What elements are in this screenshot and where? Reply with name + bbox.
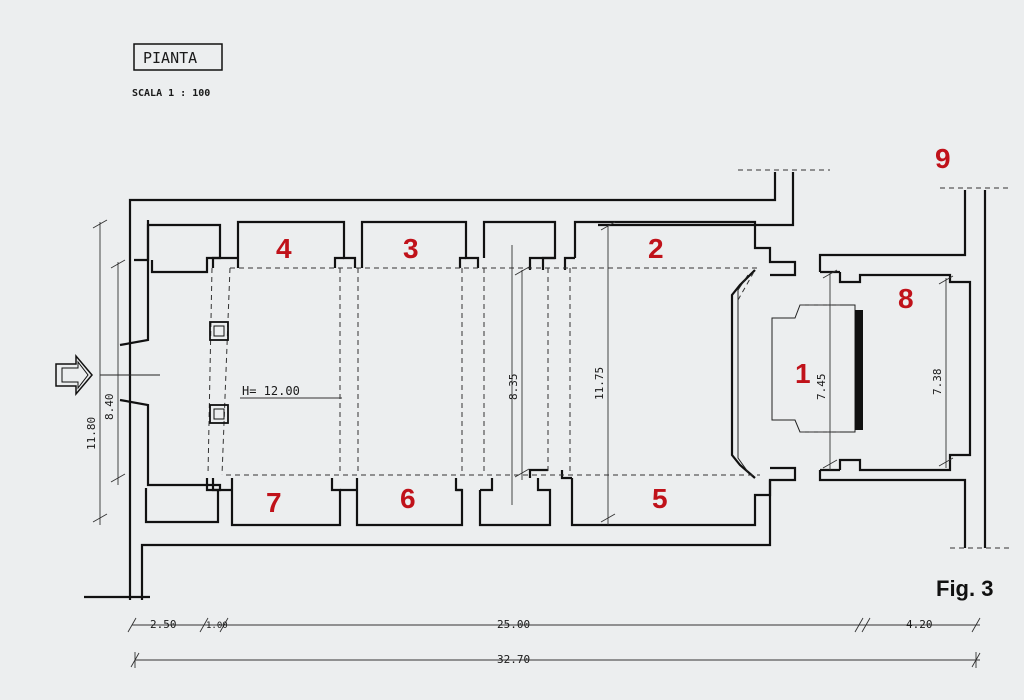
outer-walls [84,172,987,600]
dim-7-45: 7.45 [815,374,828,401]
entrance-arrow-icon [55,353,160,397]
chapel-6-wall [355,478,464,527]
nave-walls [119,220,797,527]
dim-4-20: 4.20 [906,618,933,631]
outer-wall-north [128,172,777,600]
plan-scale: SCALA 1 : 100 [132,88,210,99]
room-label-3: 3 [403,233,419,264]
chapel-3-wall [360,220,480,268]
pier-detail [560,470,572,480]
pier-detail [528,256,555,270]
dim-7-38: 7.38 [931,369,944,396]
annex-inner-wall [838,272,972,472]
column [209,404,229,424]
room-label-9: 9 [935,143,951,174]
title-box [133,43,223,71]
room-label-6: 6 [400,483,416,514]
chapel-pier [478,478,552,527]
pier-detail [528,468,548,478]
room-label-7: 7 [266,487,282,518]
outer-wall-south [140,480,772,600]
dash-line [221,267,231,476]
apse-arch-inner [737,274,749,473]
figure-label: Fig. 3 [936,576,993,601]
chapel-5-wall [570,466,797,527]
dim-1-00: 1.00 [206,621,228,631]
nave-dashed-outline [207,169,1010,549]
column [209,321,229,341]
vertical-dimensions: 11.80 8.40 8.35 11.75 7.45 7.38 [85,219,954,525]
pier-detail [333,256,344,268]
room-label-1: 1 [795,358,811,389]
chapel-pier [144,488,220,524]
annex-wall-north [818,190,967,272]
column-inner [213,325,225,337]
annex-room [820,270,972,472]
columns [209,321,229,424]
room-label-4: 4 [276,233,292,264]
pier-detail [211,478,232,492]
horizontal-dimensions: 2.50 1.00 25.00 4.20 32.70 [127,617,981,668]
chapel-2-wall [573,220,797,277]
height-note: H= 12.00 [240,384,342,399]
room-label-2: 2 [648,233,664,264]
plan-title: PIANTA [143,49,197,67]
room-labels: 1 2 3 4 5 6 7 8 9 [266,143,951,518]
altar-platform [771,304,863,433]
dash-line [207,267,213,476]
apse-arch [730,269,756,479]
dim-32-70: 32.70 [497,653,530,666]
wall-segment [134,220,150,262]
annex-wall-south [818,470,967,548]
dim-11-75: 11.75 [593,367,606,400]
pier-detail [211,256,238,268]
altar-table [855,310,863,430]
dash-line [737,269,756,301]
outer-wall-north-inner [598,172,795,227]
pier-detail [458,256,466,268]
column-inner [213,408,225,420]
entrance-jamb-south [119,398,222,492]
height-note-text: H= 12.00 [242,384,300,398]
room-label-5: 5 [652,483,668,514]
room-label-8: 8 [898,283,914,314]
chapel-7-wall [230,478,342,527]
pier-detail [480,478,494,492]
dim-11-80: 11.80 [85,417,98,450]
chapel-pier [146,223,222,274]
altar-steps [771,304,856,433]
dim-2-50: 2.50 [150,618,177,631]
dim-25-00: 25.00 [497,618,530,631]
chapel-4-wall [236,220,357,268]
dim-8-35: 8.35 [507,374,520,401]
dim-8-40: 8.40 [103,394,116,421]
pier-detail [563,256,575,270]
chapel-pier [482,220,557,270]
entrance-jamb-north [119,258,150,347]
